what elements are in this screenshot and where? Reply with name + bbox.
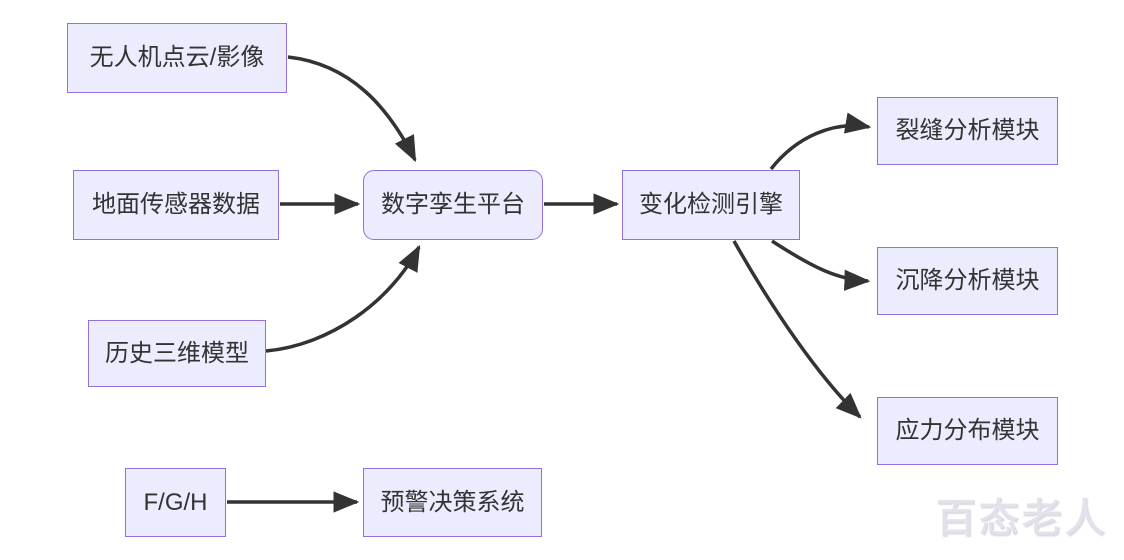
edge-engine-to-stress: [732, 240, 862, 419]
node-fgh: F/G/H: [125, 468, 226, 537]
edge-engine-to-crack: [769, 112, 872, 171]
node-crack-analysis-module: 裂缝分析模块: [877, 97, 1058, 165]
node-ground-sensor-data: 地面传感器数据: [73, 170, 279, 240]
node-change-detection-engine: 变化检测引擎: [622, 170, 800, 240]
edge-history-to-platform: [265, 244, 421, 353]
node-warning-decision-system-label: 预警决策系统: [380, 488, 525, 516]
node-settlement-analysis-module-label: 沉降分析模块: [895, 267, 1040, 294]
node-fgh-label: F/G/H: [143, 488, 208, 516]
node-digital-twin-platform: 数字孪生平台: [363, 170, 543, 240]
node-warning-decision-system: 预警决策系统: [363, 468, 542, 537]
node-drone-pointcloud: 无人机点云/影像: [67, 23, 287, 93]
node-ground-sensor-data-label: 地面传感器数据: [92, 191, 260, 218]
node-stress-distribution-module: 应力分布模块: [877, 397, 1058, 465]
node-drone-pointcloud-label: 无人机点云/影像: [89, 44, 265, 71]
node-settlement-analysis-module: 沉降分析模块: [877, 247, 1058, 315]
node-stress-distribution-module-label: 应力分布模块: [895, 417, 1040, 444]
node-change-detection-engine-label: 变化检测引擎: [639, 191, 783, 218]
edge-engine-to-settlement: [771, 239, 871, 291]
node-historical-3d-model-label: 历史三维模型: [105, 339, 249, 367]
edge-drone-to-platform: [287, 55, 417, 163]
node-historical-3d-model: 历史三维模型: [88, 320, 266, 387]
node-crack-analysis-module-label: 裂缝分析模块: [895, 117, 1040, 144]
node-digital-twin-platform-label: 数字孪生平台: [381, 191, 525, 218]
